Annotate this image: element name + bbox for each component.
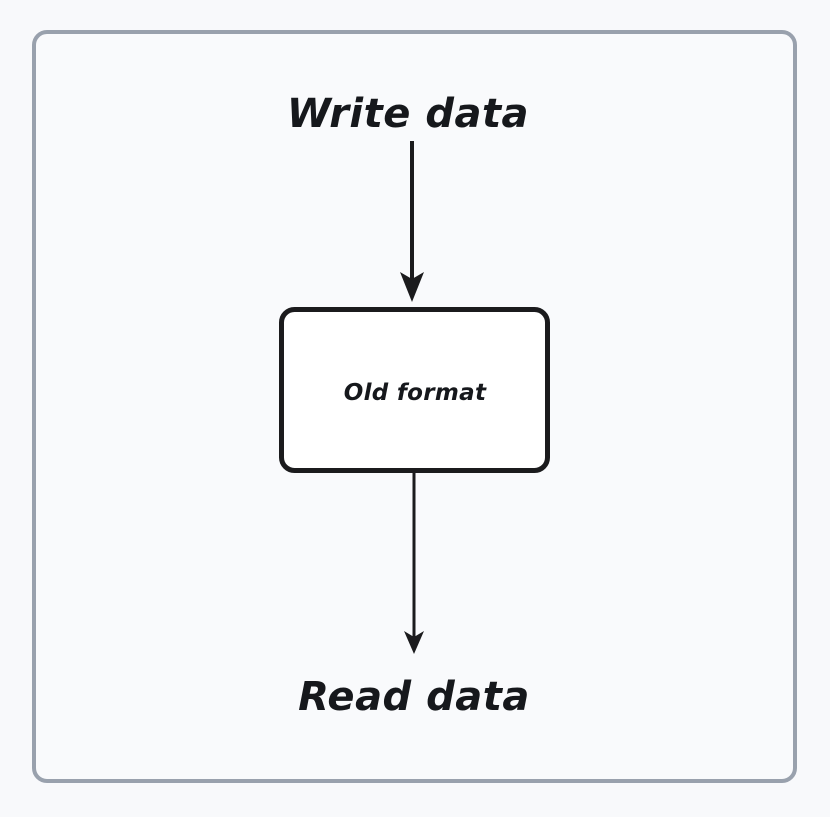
edge-old-format-to-read bbox=[404, 472, 424, 654]
node-old-format-shape bbox=[279, 307, 550, 473]
node-old-format[interactable]: Old format bbox=[279, 307, 550, 473]
node-label-write-data: Write data bbox=[287, 91, 529, 137]
edge-write-to-old-format-arrowhead bbox=[400, 272, 424, 302]
node-label-old-format: Old format bbox=[344, 380, 487, 406]
edge-old-format-to-read-arrowhead bbox=[404, 631, 424, 654]
node-label-read-data: Read data bbox=[298, 674, 530, 720]
edge-write-to-old-format bbox=[400, 141, 424, 302]
